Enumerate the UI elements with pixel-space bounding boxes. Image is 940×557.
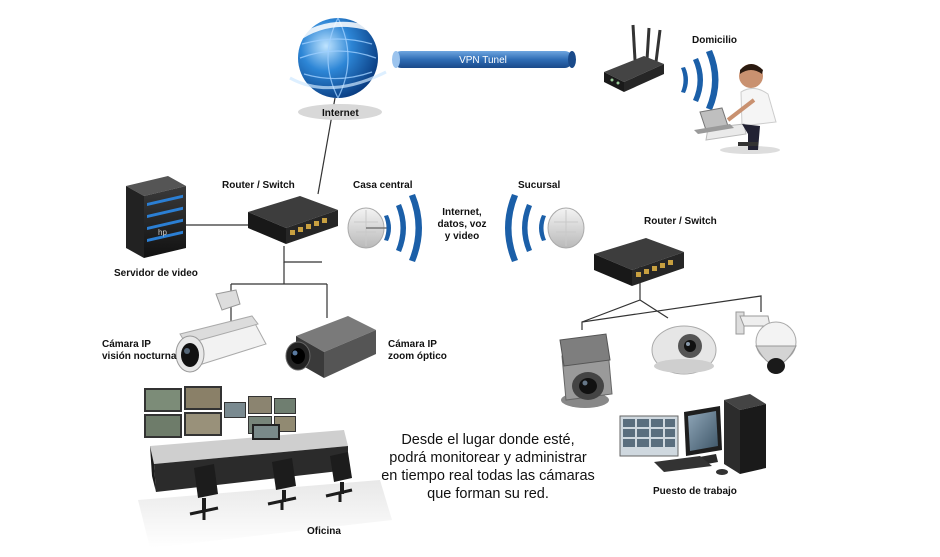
workstation-pc-icon (619, 394, 766, 475)
home-user-laptop-icon (694, 64, 780, 154)
ptz-camera-icon (559, 333, 613, 408)
line-router-right-cameras (581, 295, 762, 330)
office-chairs (189, 452, 353, 520)
router-switch-left-icon (248, 196, 338, 244)
caption-line-1: Desde el lugar donde esté, (401, 432, 574, 448)
speed-dome-camera-icon (735, 311, 797, 374)
video-wall (144, 386, 296, 438)
dome-camera-icon (651, 325, 717, 375)
camara-zoom-label-1: Cámara IP (388, 339, 437, 350)
camara-nocturna-label-2: visión nocturna (102, 351, 177, 362)
camara-zoom-label-2: zoom óptico (388, 351, 447, 362)
router-switch-right-label: Router / Switch (644, 216, 717, 227)
wifi-waves-left (384, 194, 422, 262)
link-text-line-2: datos, voz (438, 219, 487, 230)
line-router-down (283, 246, 322, 263)
video-server-icon: hp (126, 176, 186, 258)
camara-nocturna-label-1: Cámara IP (102, 339, 151, 350)
puesto-trabajo-label: Puesto de trabajo (653, 486, 737, 497)
wifi-waves-right (505, 194, 546, 262)
globe-icon (289, 17, 387, 120)
casa-central-label: Casa central (353, 180, 413, 191)
domicilio-label: Domicilio (692, 35, 737, 46)
caption-line-4: que forman su red. (427, 486, 549, 502)
caption-line-2: podrá monitorear y administrar (389, 450, 587, 466)
dish-antenna-left-icon (347, 207, 388, 249)
line-router-cameras (230, 262, 328, 322)
internet-label: Internet (322, 108, 359, 119)
wireless-router-icon (604, 24, 664, 92)
router-switch-left-label: Router / Switch (222, 180, 295, 191)
link-text-line-1: Internet, (442, 207, 482, 218)
vpn-tunnel-label: VPN Tunel (459, 55, 507, 66)
caption-line-3: en tiempo real todas las cámaras (381, 468, 595, 484)
wifi-waves-home (681, 50, 719, 110)
caption-block: Desde el lugar donde esté, podrá monitor… (381, 432, 595, 502)
dish-antenna-right-icon (547, 207, 585, 249)
router-switch-right-icon (594, 238, 684, 286)
oficina-label: Oficina (307, 526, 341, 537)
control-room-icon (138, 386, 392, 548)
bullet-camera-icon (175, 289, 267, 373)
sucursal-label: Sucursal (518, 180, 560, 191)
servidor-video-label: Servidor de video (114, 268, 198, 279)
box-camera-icon (285, 316, 376, 378)
svg-text:hp: hp (158, 228, 167, 237)
link-text-line-3: y video (445, 231, 479, 242)
vpn-tunnel-icon (392, 51, 576, 68)
